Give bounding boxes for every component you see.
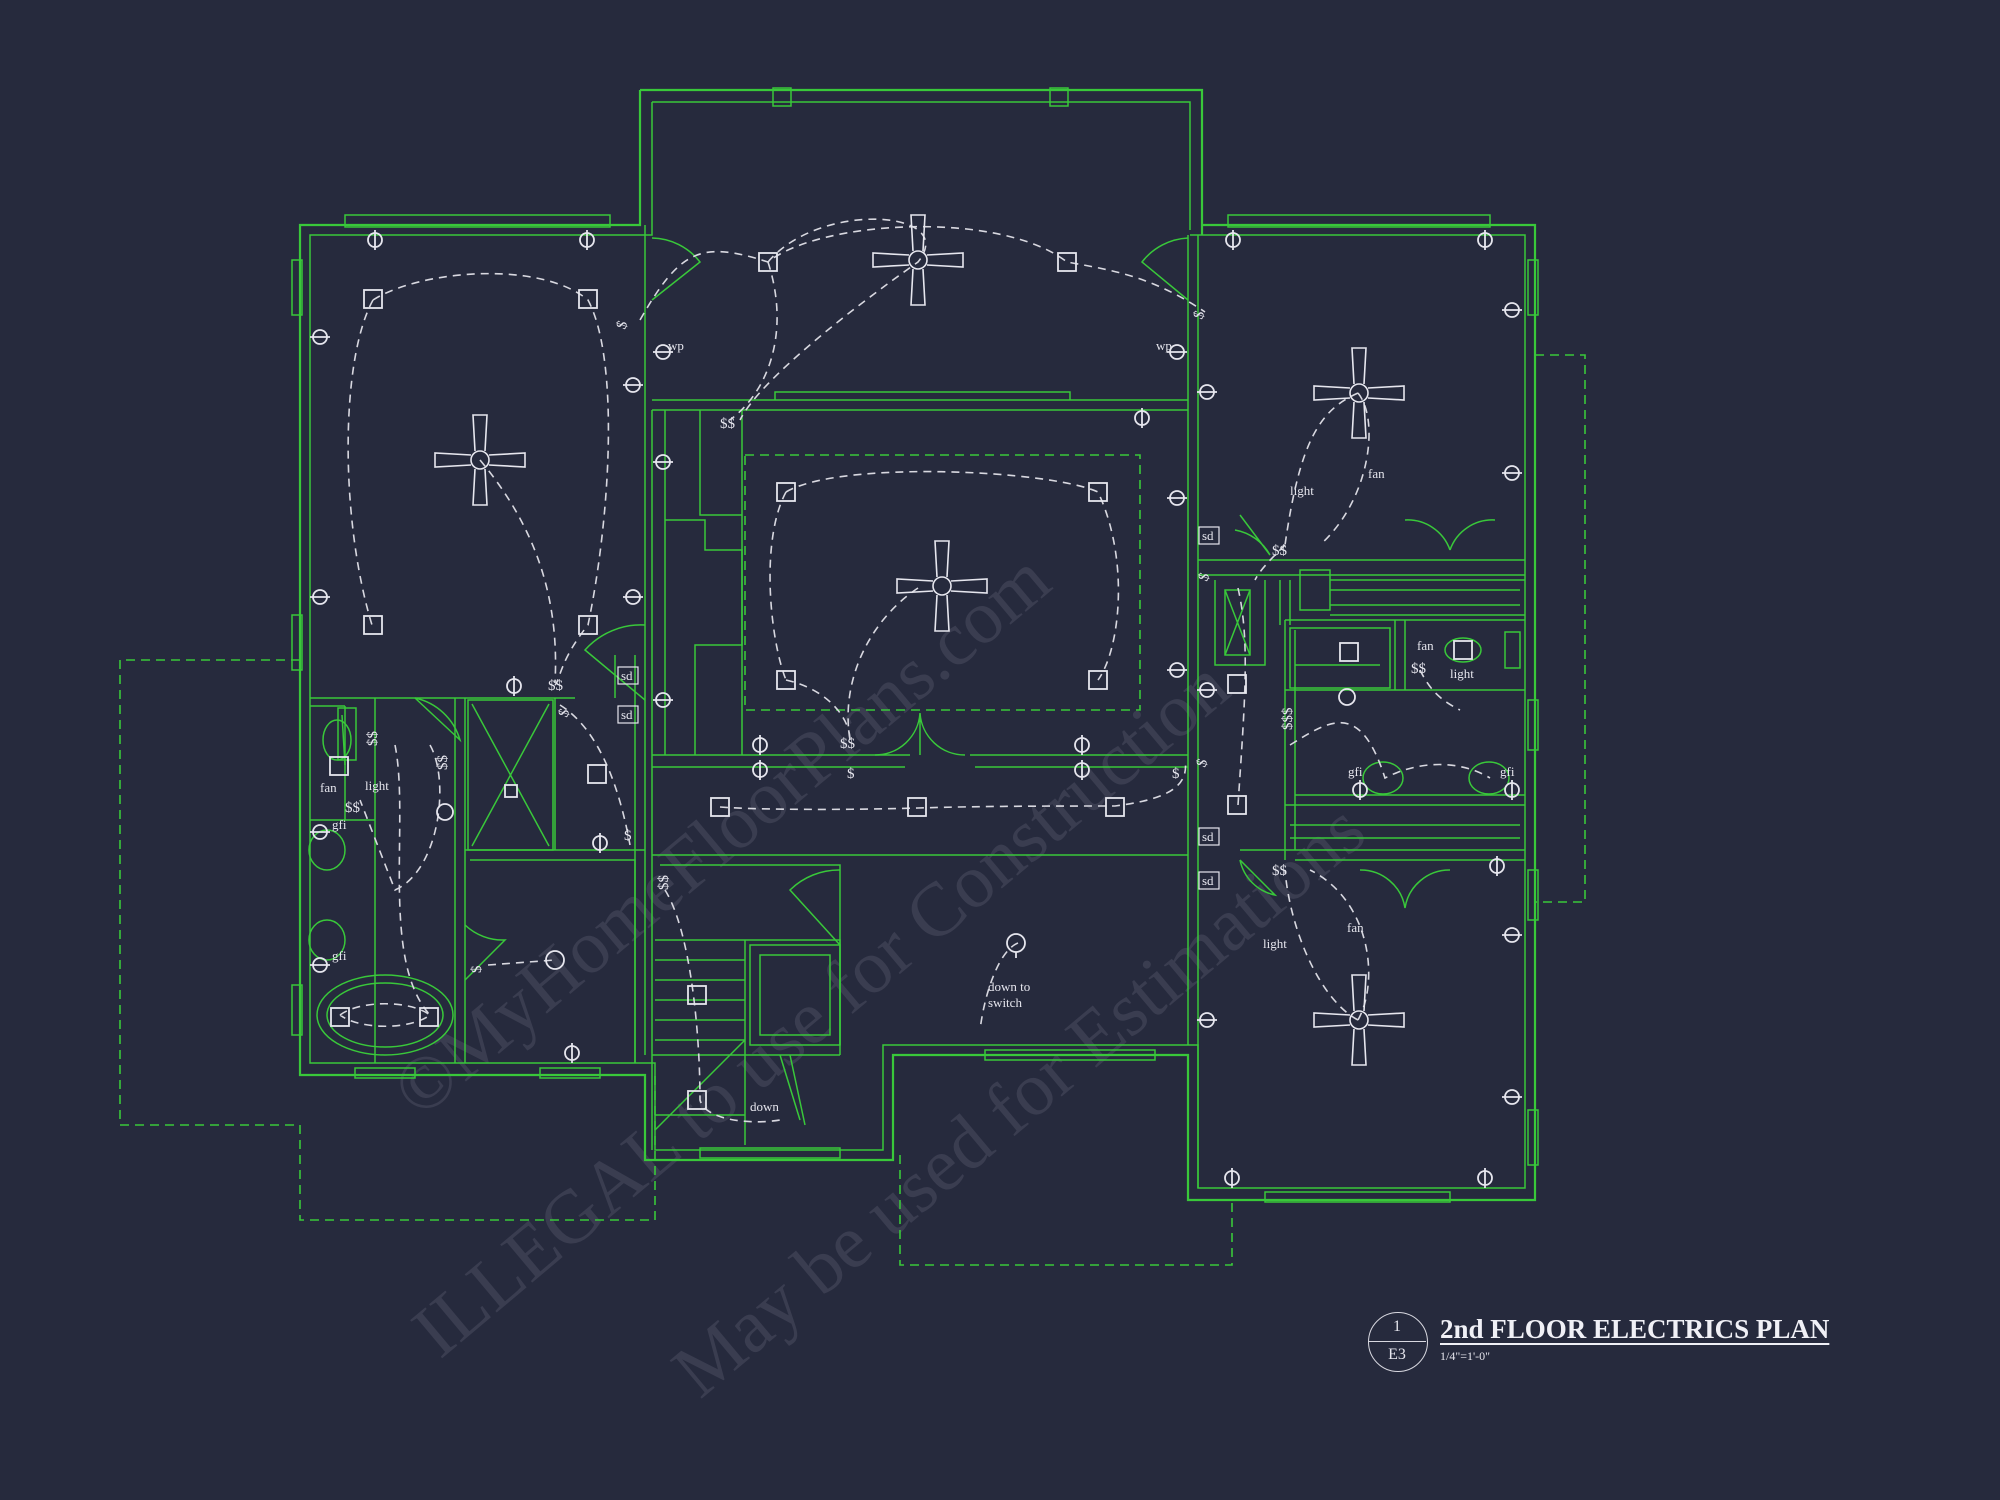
svg-text:sd: sd	[1202, 528, 1214, 543]
can-light	[758, 252, 778, 272]
ceiling-fan-icon	[1313, 347, 1405, 439]
can-light	[587, 764, 607, 784]
svg-text:$: $	[1172, 766, 1180, 782]
can-light	[1088, 482, 1108, 502]
svg-text:$: $	[1194, 756, 1212, 769]
svg-text:$$: $$	[656, 875, 672, 891]
can-light	[1227, 674, 1247, 694]
stairs	[654, 939, 841, 1145]
svg-text:$$: $$	[840, 736, 856, 752]
can-light	[1105, 797, 1125, 817]
label-light: light	[1290, 483, 1314, 498]
sheet-number: E3	[1388, 1346, 1406, 1363]
interior-walls	[310, 225, 1525, 1188]
svg-text:$: $	[469, 965, 485, 973]
label-gfi: gfi	[332, 948, 347, 963]
room-annotations: wp wp light fan fan light fan light gfi …	[320, 338, 1515, 1114]
wall-outlets	[310, 230, 1522, 1188]
can-light	[1339, 642, 1359, 662]
label-gfi: gfi	[1348, 764, 1363, 779]
label-down-to: down to	[988, 979, 1030, 994]
can-light	[907, 797, 927, 817]
svg-text:sd: sd	[1202, 873, 1214, 888]
label-switch: switch	[988, 995, 1022, 1010]
watermark: ©MyHomeFloorPlans.com ILLEGAL to use for…	[377, 536, 1380, 1413]
svg-text:$$$: $$$	[1280, 707, 1296, 730]
svg-text:sd: sd	[621, 668, 633, 683]
tray-ceiling-outline	[744, 454, 1141, 711]
label-gfi: gfi	[332, 817, 347, 832]
svg-text:$: $	[1191, 308, 1209, 321]
can-light	[1057, 252, 1077, 272]
label-down: down	[750, 1099, 779, 1114]
can-light	[419, 1007, 439, 1027]
label-fan: fan	[320, 780, 337, 795]
svg-text:$$: $$	[365, 731, 381, 747]
label-wp: wp	[1156, 338, 1172, 353]
svg-text:sd: sd	[1202, 829, 1214, 844]
svg-text:$$: $$	[720, 416, 736, 432]
ceiling-fan-icon	[896, 540, 988, 632]
can-light	[363, 289, 383, 309]
svg-text:$: $	[847, 766, 855, 782]
can-light	[687, 1090, 707, 1110]
can-light	[363, 615, 383, 635]
recessed-lights	[329, 252, 1473, 1110]
ceiling-fan-icon	[872, 214, 964, 306]
label-light: light	[365, 778, 389, 793]
label-gfi: gfi	[1500, 764, 1515, 779]
svg-text:sd: sd	[621, 707, 633, 722]
label-fan: fan	[1368, 466, 1385, 481]
drawing-scale: 1/4"=1'-0"	[1440, 1349, 1491, 1363]
can-light	[329, 756, 349, 776]
wiring-circuits	[339, 218, 1491, 1123]
label-fan: fan	[1347, 920, 1364, 935]
svg-text:$$: $$	[1272, 543, 1288, 559]
can-light	[578, 615, 598, 635]
label-light: light	[1263, 936, 1287, 951]
label-light: light	[1450, 666, 1474, 681]
bath-fixtures	[308, 589, 1521, 1056]
can-light	[330, 1007, 350, 1027]
label-fan: fan	[1417, 638, 1434, 653]
detail-callout-icon	[1368, 1312, 1428, 1372]
smoke-detectors: sd sd sd sd sd	[617, 526, 1220, 890]
detail-number: 1	[1393, 1318, 1401, 1335]
can-light	[710, 797, 730, 817]
can-light	[776, 670, 796, 690]
svg-text:$$: $$	[435, 755, 451, 771]
label-wp: wp	[668, 338, 684, 353]
drawing-title-block: 1 E3 2nd FLOOR ELECTRICS PLAN 1/4"=1'-0"	[1368, 1312, 1868, 1382]
can-light	[1088, 670, 1108, 690]
exterior-walls	[291, 87, 1539, 1203]
can-light	[578, 289, 598, 309]
can-light	[1227, 795, 1247, 815]
ceiling-fan-icon	[1313, 974, 1405, 1066]
svg-text:$$: $$	[1272, 863, 1288, 879]
can-light	[1453, 640, 1473, 660]
door-swings	[414, 237, 1496, 981]
ceiling-fan-icon	[434, 414, 526, 506]
svg-text:$$: $$	[1411, 661, 1427, 677]
can-light	[687, 985, 707, 1005]
drawing-title: 2nd FLOOR ELECTRICS PLAN	[1440, 1314, 1830, 1344]
ceiling-fans	[434, 214, 1405, 1066]
svg-text:$: $	[624, 828, 632, 844]
svg-text:$$: $$	[345, 800, 361, 816]
can-light	[776, 482, 796, 502]
svg-text:$$: $$	[548, 678, 564, 694]
detail-callout-divider	[1368, 1341, 1426, 1342]
roof-outline	[119, 354, 1586, 1266]
svg-text:$: $	[614, 318, 632, 331]
